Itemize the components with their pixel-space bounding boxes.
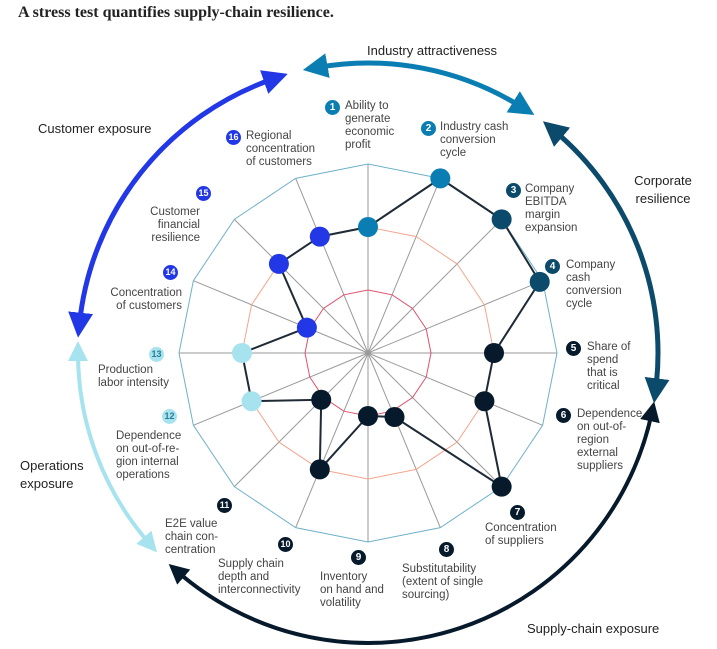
group-label-industry: Industry attractiveness xyxy=(367,43,498,58)
axis-label-6: Dependence on out-of- region external su… xyxy=(577,408,643,472)
axis-label-14: Concentration of customers xyxy=(110,287,182,312)
group-label-supply: Supply-chain exposure xyxy=(527,621,660,636)
axis-badge-8: 8 xyxy=(439,542,454,557)
data-point-1 xyxy=(358,217,378,237)
group-label-corporate: Corporate resilience xyxy=(634,173,692,206)
data-point-11 xyxy=(311,389,332,410)
axis-badge-2: 2 xyxy=(421,121,436,136)
data-point-4 xyxy=(529,271,550,292)
arrow-corporate xyxy=(542,121,670,404)
spoke-14 xyxy=(193,280,369,354)
axis-label-3: Company EBITDA margin expansion xyxy=(525,183,578,234)
arrow-operations xyxy=(68,341,158,553)
group-label-operations: Operations exposure xyxy=(20,458,84,491)
axis-label-2: Industry cash conversion cycle xyxy=(440,121,509,159)
axis-badge-1: 1 xyxy=(325,100,340,115)
spoke-2 xyxy=(367,178,441,354)
figure-title: A stress test quantifies supply-chain re… xyxy=(18,4,334,21)
data-point-15 xyxy=(268,253,289,274)
group-label-customer: Customer exposure xyxy=(38,121,152,136)
axis-badge-4: 4 xyxy=(545,259,560,274)
spoke-12 xyxy=(193,352,369,426)
axis-label-9: Inventory on hand and volatility xyxy=(320,571,384,609)
axis-badge-12: 12 xyxy=(162,409,177,424)
data-point-7 xyxy=(491,476,512,497)
data-point-10 xyxy=(309,459,330,480)
spoke-10 xyxy=(295,352,369,528)
axis-badge-5: 5 xyxy=(566,341,581,356)
axis-label-1: Ability to generate economic profit xyxy=(345,100,395,151)
arrow-customer xyxy=(68,70,288,338)
axis-label-8: Substitutability (extent of single sourc… xyxy=(402,563,484,601)
arrow-industry xyxy=(302,53,535,116)
axis-label-10: Supply chain depth and interconnectivity xyxy=(218,558,301,596)
axis-badge-3: 3 xyxy=(506,183,521,198)
axis-badge-11: 11 xyxy=(217,498,232,513)
data-point-6 xyxy=(474,391,495,412)
axis-badge-9: 9 xyxy=(351,550,366,565)
data-point-14 xyxy=(296,317,317,338)
axis-label-7: Concentration of suppliers xyxy=(485,522,557,547)
data-point-8 xyxy=(384,407,405,428)
axis-label-15: Customer financial resilience xyxy=(150,206,200,244)
axis-badge-6: 6 xyxy=(556,408,571,423)
axis-badge-10: 10 xyxy=(278,537,293,552)
data-point-2 xyxy=(430,168,451,189)
axis-badge-13: 13 xyxy=(149,347,164,362)
data-point-12 xyxy=(241,391,262,412)
data-point-3 xyxy=(491,209,512,230)
data-point-16 xyxy=(309,226,330,247)
data-point-9 xyxy=(358,406,378,426)
axis-label-13: Production labor intensity xyxy=(98,364,169,389)
axis-label-5: Share of spend that is critical xyxy=(587,341,631,392)
spoke-3 xyxy=(367,219,502,354)
axis-badge-7: 7 xyxy=(510,505,525,520)
spoke-11 xyxy=(234,352,369,487)
spoke-16 xyxy=(295,178,369,354)
arrow-supply xyxy=(168,401,660,645)
spoke-4 xyxy=(367,280,543,354)
axis-badge-14: 14 xyxy=(163,265,178,280)
axis-badge-16: 16 xyxy=(226,130,241,145)
axis-label-11: E2E value chain con- centration xyxy=(165,518,219,556)
data-point-13 xyxy=(232,343,252,363)
data-point-5 xyxy=(484,343,504,363)
axis-label-12: Dependence on out-of-re- gion internal o… xyxy=(116,430,182,481)
axis-badge-15: 15 xyxy=(196,186,211,201)
axis-label-4: Company cash conversion cycle xyxy=(566,259,622,310)
axis-label-16: Regional concentration of customers xyxy=(246,130,316,168)
